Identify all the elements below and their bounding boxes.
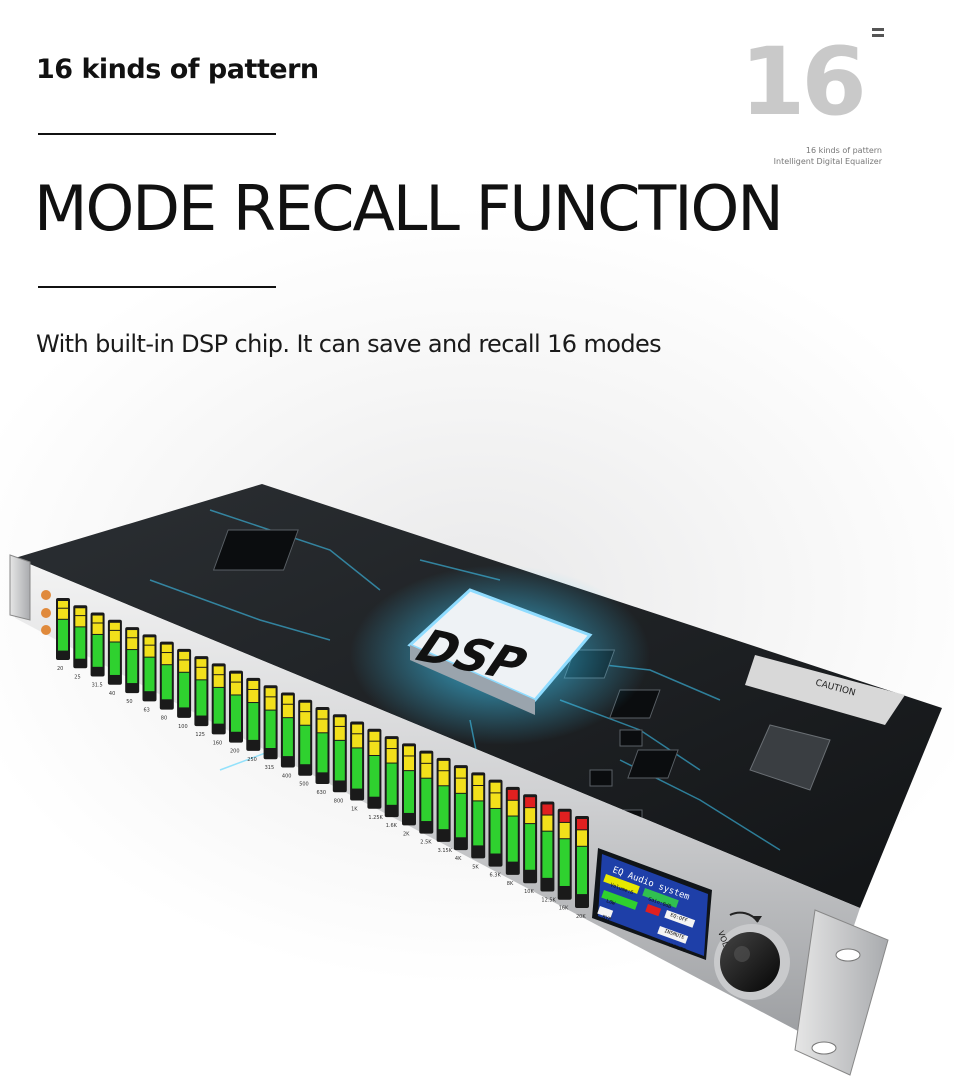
pattern-badge: 16 16 kinds of pattern Intelligent Digit… <box>740 26 890 166</box>
band-label: 4K <box>455 856 462 862</box>
band-meter <box>73 605 88 669</box>
screen-row4-right: UNMUTE <box>667 942 686 954</box>
band-meter <box>125 627 140 694</box>
lcd-screen: EQ Audio system Volume:6 Gain:0dB LOW EQ… <box>592 848 712 960</box>
band-label: 63 <box>144 707 150 713</box>
band-meter <box>367 728 382 809</box>
band-meter <box>523 794 538 884</box>
band-label: 500 <box>299 782 309 788</box>
band-label: 125 <box>195 732 205 738</box>
band-label: 1K <box>351 807 358 813</box>
status-leds <box>41 590 51 635</box>
band-label: 8K <box>507 881 514 887</box>
band-meter <box>229 670 243 743</box>
band-label: 250 <box>247 757 257 763</box>
caution-sticker: CAUTION <box>745 655 905 725</box>
band-label: 20 <box>57 666 63 672</box>
volume-knob[interactable] <box>714 924 790 1000</box>
band-meter <box>471 772 486 859</box>
band-meter <box>142 634 157 702</box>
band-label: 16K <box>559 906 569 912</box>
band-label: 800 <box>334 798 344 804</box>
rack-ear-right <box>794 909 889 1076</box>
band-label: 200 <box>230 749 240 755</box>
screen-row2-left: LOW <box>605 898 616 907</box>
band-meter <box>107 619 122 685</box>
band-label: 315 <box>265 765 275 771</box>
band-label: 400 <box>282 773 292 779</box>
band-label: 20K <box>576 914 586 920</box>
subtitle: 16 kinds of pattern <box>36 54 319 85</box>
screen-row3-left: BYP <box>601 914 612 923</box>
band-label: 12.5K <box>541 897 556 903</box>
band-meter <box>177 648 192 718</box>
rack-ear-left <box>9 554 31 621</box>
band-meter <box>505 786 520 875</box>
screen-row2-right: EQ:OFF <box>669 912 688 924</box>
band-meter <box>402 743 416 826</box>
band-meter <box>436 757 451 842</box>
band-meter <box>159 641 174 710</box>
band-meter <box>90 612 105 677</box>
band-label: 6.3K <box>490 873 502 879</box>
divider-bottom <box>38 286 276 288</box>
band-meter <box>332 714 347 793</box>
page-title: MODE RECALL FUNCTION <box>34 172 784 245</box>
band-label: 100 <box>178 724 188 730</box>
band-meter <box>298 699 313 776</box>
band-meter <box>453 765 468 851</box>
divider-top <box>38 133 276 135</box>
band-meter <box>280 692 295 768</box>
band-meter <box>211 663 226 735</box>
band-meter <box>315 707 330 784</box>
band-meter <box>384 736 399 818</box>
band-meter <box>246 677 261 751</box>
band-label: 10K <box>524 889 534 895</box>
band-meter <box>194 656 209 727</box>
band-label: 630 <box>317 790 327 796</box>
band-label: 25 <box>74 674 80 680</box>
band-label: 80 <box>161 716 167 722</box>
band-label: 3.15K <box>438 848 453 854</box>
band-label: 2K <box>403 831 410 837</box>
band-meter <box>540 801 555 892</box>
band-label: 31.5 <box>92 683 103 689</box>
menu-bars-icon <box>872 28 884 40</box>
band-meter <box>56 598 70 660</box>
badge-number: 16 <box>740 28 867 137</box>
band-label: 50 <box>126 699 132 705</box>
equalizer-device: CAUTION DSP 20 25 31.5 40 50 63 80 100 125 160 200… <box>0 470 954 1084</box>
band-meter <box>350 721 365 801</box>
heat-sink <box>749 724 831 791</box>
band-meter <box>488 779 503 867</box>
band-label: 1.6K <box>386 823 398 829</box>
band-label: 40 <box>109 691 115 697</box>
band-meter <box>557 808 572 900</box>
badge-caption-1: 16 kinds of pattern <box>805 146 882 155</box>
description: With built-in DSP chip. It can save and … <box>36 330 662 358</box>
dsp-chip: DSP <box>407 588 593 715</box>
band-meter <box>263 685 278 760</box>
band-labels: 20 25 31.5 40 50 63 80 100 125 160 200 250 315 400 500… <box>57 666 586 920</box>
band-meters <box>56 598 589 908</box>
band-meter <box>575 816 589 908</box>
band-label: 5K <box>472 864 479 870</box>
badge-caption-2: Intelligent Digital Equalizer <box>773 157 882 166</box>
band-label: 160 <box>213 740 223 746</box>
band-label: 1.25K <box>368 815 383 821</box>
band-meter <box>419 750 434 834</box>
band-label: 2.5K <box>420 840 432 846</box>
